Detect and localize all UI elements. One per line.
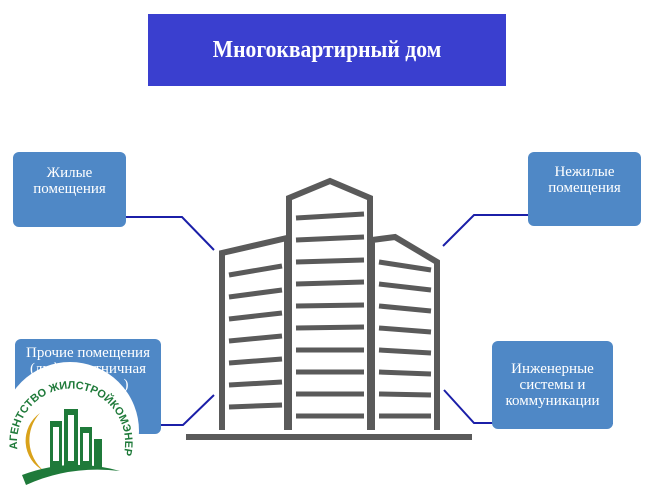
card-residential-label: Жилые помещения xyxy=(33,164,106,197)
card-non-residential-premises: Нежилые помещения xyxy=(528,152,641,226)
diagram-title: Многоквартирный дом xyxy=(212,36,442,63)
agency-logo: АГЕНТСТВО ЖИЛСТРОЙКОМЭНЕРГО xyxy=(0,353,139,500)
card-engineering-systems: Инженерные системы и коммуникации xyxy=(492,341,613,429)
card-residential-premises: Жилые помещения xyxy=(13,152,126,227)
card-non-residential-label: Нежилые помещения xyxy=(548,164,621,196)
building-icon xyxy=(186,177,472,440)
logo-swoosh xyxy=(22,464,120,485)
logo-crescent-icon xyxy=(25,413,44,471)
title-banner: Многоквартирный дом xyxy=(148,14,506,86)
card-engineering-label: Инженерные системы и коммуникации xyxy=(505,361,600,409)
